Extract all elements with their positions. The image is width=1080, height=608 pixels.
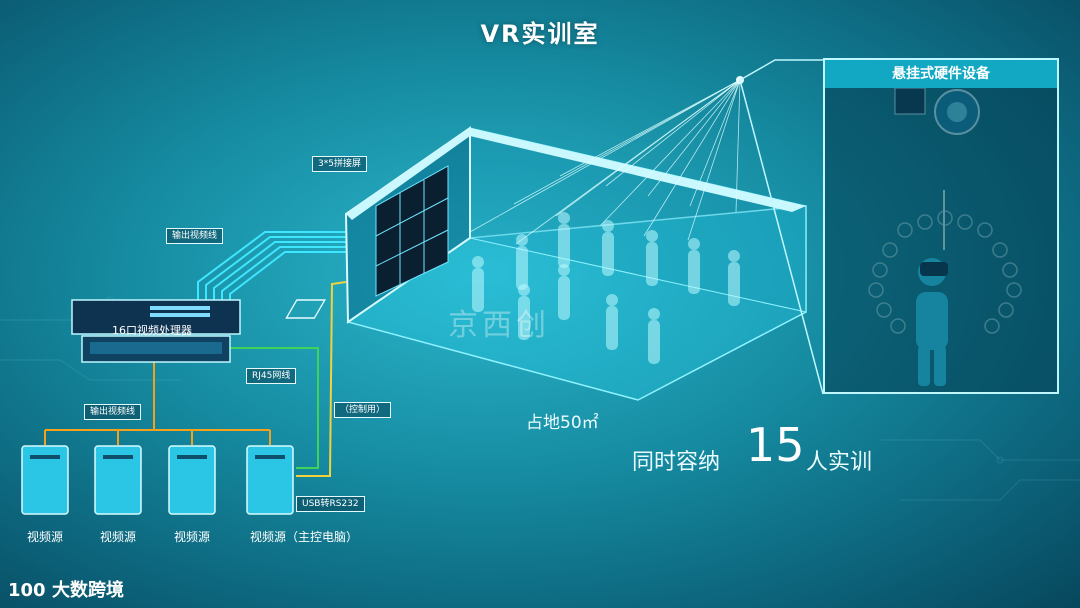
control-label: （控制用）: [334, 402, 392, 418]
output-cable: [44, 362, 271, 445]
control-cable: [296, 281, 347, 477]
computer-towers: [21, 445, 294, 515]
video-cable-bundle: [197, 231, 346, 300]
processor-label: 16口视频处理器: [112, 324, 192, 337]
capacity-prefix: 同时容纳: [632, 450, 721, 475]
brand-logo-icon: 100: [8, 580, 46, 601]
rj45-label: RJ45网线: [246, 368, 297, 384]
capacity-number: 15: [746, 418, 805, 472]
splice-screen-label: 3*5拼接屏: [312, 156, 367, 172]
source-label-2: 视频源: [100, 530, 137, 544]
output-video-line-bottom-label: 输出视频线: [84, 404, 142, 420]
rj45-cable: [228, 347, 319, 469]
source-label-1: 视频源: [27, 530, 64, 544]
floor-tiles: [285, 299, 326, 319]
watermark: 京西创: [448, 308, 550, 343]
brand-logo-text: 100: [8, 580, 46, 601]
hardware-panel: 悬挂式硬件设备: [823, 58, 1059, 394]
page-title: VR实训室: [480, 20, 600, 48]
area-label: 占地50㎡: [526, 413, 599, 433]
tracking-rays: [469, 79, 741, 245]
usb-label: USB转RS232: [296, 496, 365, 512]
output-video-line-top-label: 输出视频线: [166, 228, 224, 244]
video-wall: [375, 165, 449, 297]
source-label-4: 视频源（主控电脑）: [250, 530, 359, 544]
source-label-3: 视频源: [174, 530, 211, 544]
capacity-suffix: 人实训: [806, 450, 873, 475]
brand-name: 大数跨境: [52, 580, 124, 601]
panel-title: 悬挂式硬件设备: [825, 60, 1057, 88]
vr-users: [472, 212, 740, 364]
